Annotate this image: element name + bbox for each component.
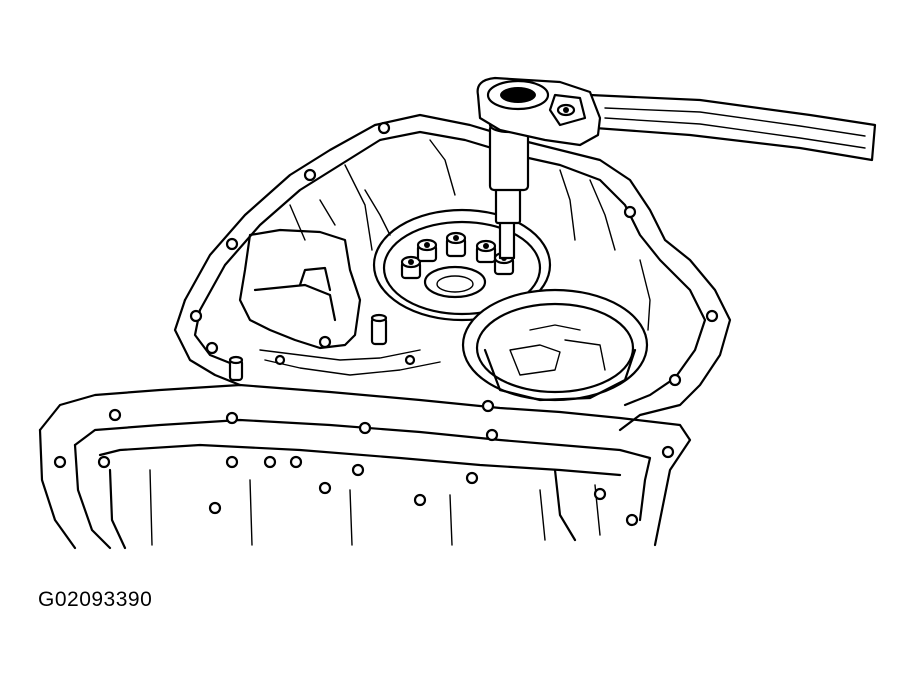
flange-bolt-holes (53, 121, 719, 527)
figure-id-label: G02093390 (38, 588, 153, 611)
valve-body-plate (228, 228, 441, 382)
differential-bore (461, 288, 649, 402)
pump-bolts (400, 231, 515, 280)
case-ribs (289, 139, 651, 331)
transmission-case (38, 113, 732, 550)
ratchet-wrench (476, 76, 877, 162)
